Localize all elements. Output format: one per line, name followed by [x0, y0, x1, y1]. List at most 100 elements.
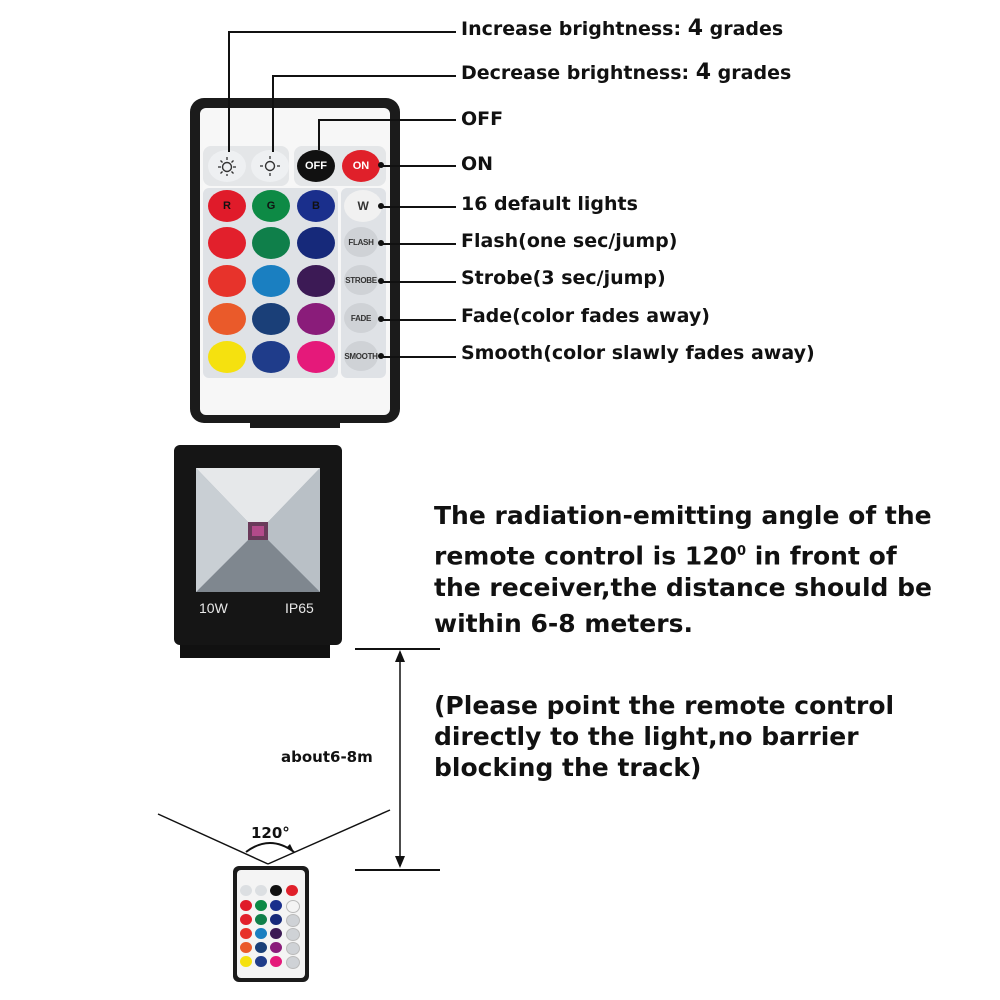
sun-up-icon — [218, 157, 236, 176]
mini-color-button-r4-c1 — [240, 942, 252, 953]
color-button-r2-c3[interactable] — [297, 227, 335, 259]
mini-color-button-r3-c2 — [255, 928, 267, 939]
label-fade: Fade(color fades away) — [461, 305, 710, 327]
remote-bottom-edge — [250, 418, 340, 428]
leader-on — [380, 165, 456, 167]
mini-color-button-r4-c3 — [270, 942, 282, 953]
color-button-r1-c3[interactable]: B — [297, 190, 335, 222]
mini-color-button-r2-c1 — [240, 914, 252, 925]
color-button-r2-c2[interactable] — [252, 227, 290, 259]
label-increase-text: Increase brightness: — [461, 18, 688, 40]
distance-top-line — [355, 648, 440, 650]
label-decrease-brightness: Decrease brightness: 4 grades — [461, 60, 792, 85]
angle-indicator — [157, 809, 391, 865]
description-line-2-post: in front of — [746, 541, 897, 571]
leader-default-lights — [380, 206, 456, 208]
label-smooth: Smooth(color slawly fades away) — [461, 342, 815, 364]
leader-increase-horizontal — [228, 31, 456, 33]
label-flash: Flash(one sec/jump) — [461, 230, 678, 252]
mini-color-button-r5-c2 — [255, 956, 267, 967]
description-line-2: remote control is 1200 in front of — [434, 534, 897, 574]
color-button-r1-c2[interactable]: G — [252, 190, 290, 222]
smooth-button[interactable]: SMOOTH — [344, 341, 378, 371]
label-increase-brightness: Increase brightness: 4 grades — [461, 16, 783, 41]
color-button-r3-c1[interactable] — [208, 265, 246, 297]
description-line-2-pre: remote control is 120 — [434, 541, 737, 571]
flood-light-reflector — [196, 468, 320, 592]
mini-color-button-r1-c1 — [240, 900, 252, 911]
color-button-r3-c3[interactable] — [297, 265, 335, 297]
off-button[interactable]: OFF — [297, 150, 335, 182]
color-button-r4-c3[interactable] — [297, 303, 335, 335]
leader-on-dot — [378, 162, 384, 168]
note-line-3: blocking the track) — [434, 753, 702, 782]
mini-side-button-3 — [286, 928, 300, 941]
white-button[interactable]: W — [344, 190, 382, 222]
color-button-r5-c3[interactable] — [297, 341, 335, 373]
leader-fade — [380, 319, 456, 321]
distance-arrow — [395, 650, 405, 868]
leader-increase-vertical — [228, 32, 230, 152]
leader-decrease-horizontal — [272, 75, 456, 77]
leader-fade-dot — [378, 316, 384, 322]
color-button-r1-c1[interactable]: R — [208, 190, 246, 222]
color-button-r5-c1[interactable] — [208, 341, 246, 373]
label-default-lights: 16 default lights — [461, 193, 638, 215]
mini-side-button-4 — [286, 942, 300, 955]
color-button-r3-c2[interactable] — [252, 265, 290, 297]
lamp-rating-label: IP65 — [285, 600, 314, 616]
angle-label: 120° — [251, 824, 290, 842]
label-decrease-suffix: grades — [711, 62, 792, 84]
description-degree: 0 — [736, 544, 747, 559]
mini-side-button-1 — [286, 900, 300, 913]
mini-color-button-r4-c2 — [255, 942, 267, 953]
color-button-r5-c2[interactable] — [252, 341, 290, 373]
label-off: OFF — [461, 108, 504, 130]
decrease-brightness-button[interactable] — [251, 150, 289, 182]
mini-color-button-r3-c3 — [270, 928, 282, 939]
mini-color-button-r3-c1 — [240, 928, 252, 939]
mini-top-button-3 — [270, 885, 282, 896]
mini-color-button-r5-c3 — [270, 956, 282, 967]
label-decrease-text: Decrease brightness: — [461, 62, 696, 84]
on-button[interactable]: ON — [342, 150, 380, 182]
leader-smooth-dot — [378, 353, 384, 359]
description-line-4: within 6-8 meters. — [434, 609, 693, 638]
mini-color-button-r2-c3 — [270, 914, 282, 925]
mini-side-button-2 — [286, 914, 300, 927]
leader-decrease-vertical — [272, 76, 274, 152]
fade-button[interactable]: FADE — [344, 303, 378, 333]
color-button-r4-c1[interactable] — [208, 303, 246, 335]
mini-side-button-5 — [286, 956, 300, 969]
label-on: ON — [461, 153, 494, 175]
leader-flash — [380, 243, 456, 245]
sun-down-icon — [260, 156, 280, 176]
color-button-r2-c1[interactable] — [208, 227, 246, 259]
note-line-1: (Please point the remote control — [434, 691, 895, 720]
label-strobe: Strobe(3 sec/jump) — [461, 267, 666, 289]
leader-off-vertical — [318, 120, 320, 150]
label-decrease-num: 4 — [695, 60, 712, 85]
flood-light-base — [180, 645, 330, 658]
leader-smooth — [380, 356, 456, 358]
mini-top-button-1 — [240, 885, 252, 896]
description-line-3: the receiver,the distance should be — [434, 573, 932, 602]
distance-label: about6-8m — [281, 748, 373, 766]
leader-default-dot — [378, 203, 384, 209]
mini-color-button-r1-c3 — [270, 900, 282, 911]
increase-brightness-button[interactable] — [208, 150, 246, 182]
label-increase-num: 4 — [687, 16, 703, 41]
strobe-button[interactable]: STROBE — [344, 265, 378, 295]
description-line-1: The radiation-emitting angle of the — [434, 501, 932, 530]
leader-strobe — [380, 281, 456, 283]
mini-top-button-4 — [286, 885, 298, 896]
note-line-2: directly to the light,no barrier — [434, 722, 859, 751]
color-button-r4-c2[interactable] — [252, 303, 290, 335]
leader-off-horizontal — [318, 119, 456, 121]
flash-button[interactable]: FLASH — [344, 227, 378, 257]
leader-flash-dot — [378, 240, 384, 246]
distance-bottom-line — [355, 869, 440, 871]
leader-strobe-dot — [378, 278, 384, 284]
mini-color-button-r5-c1 — [240, 956, 252, 967]
lamp-power-label: 10W — [199, 600, 228, 616]
